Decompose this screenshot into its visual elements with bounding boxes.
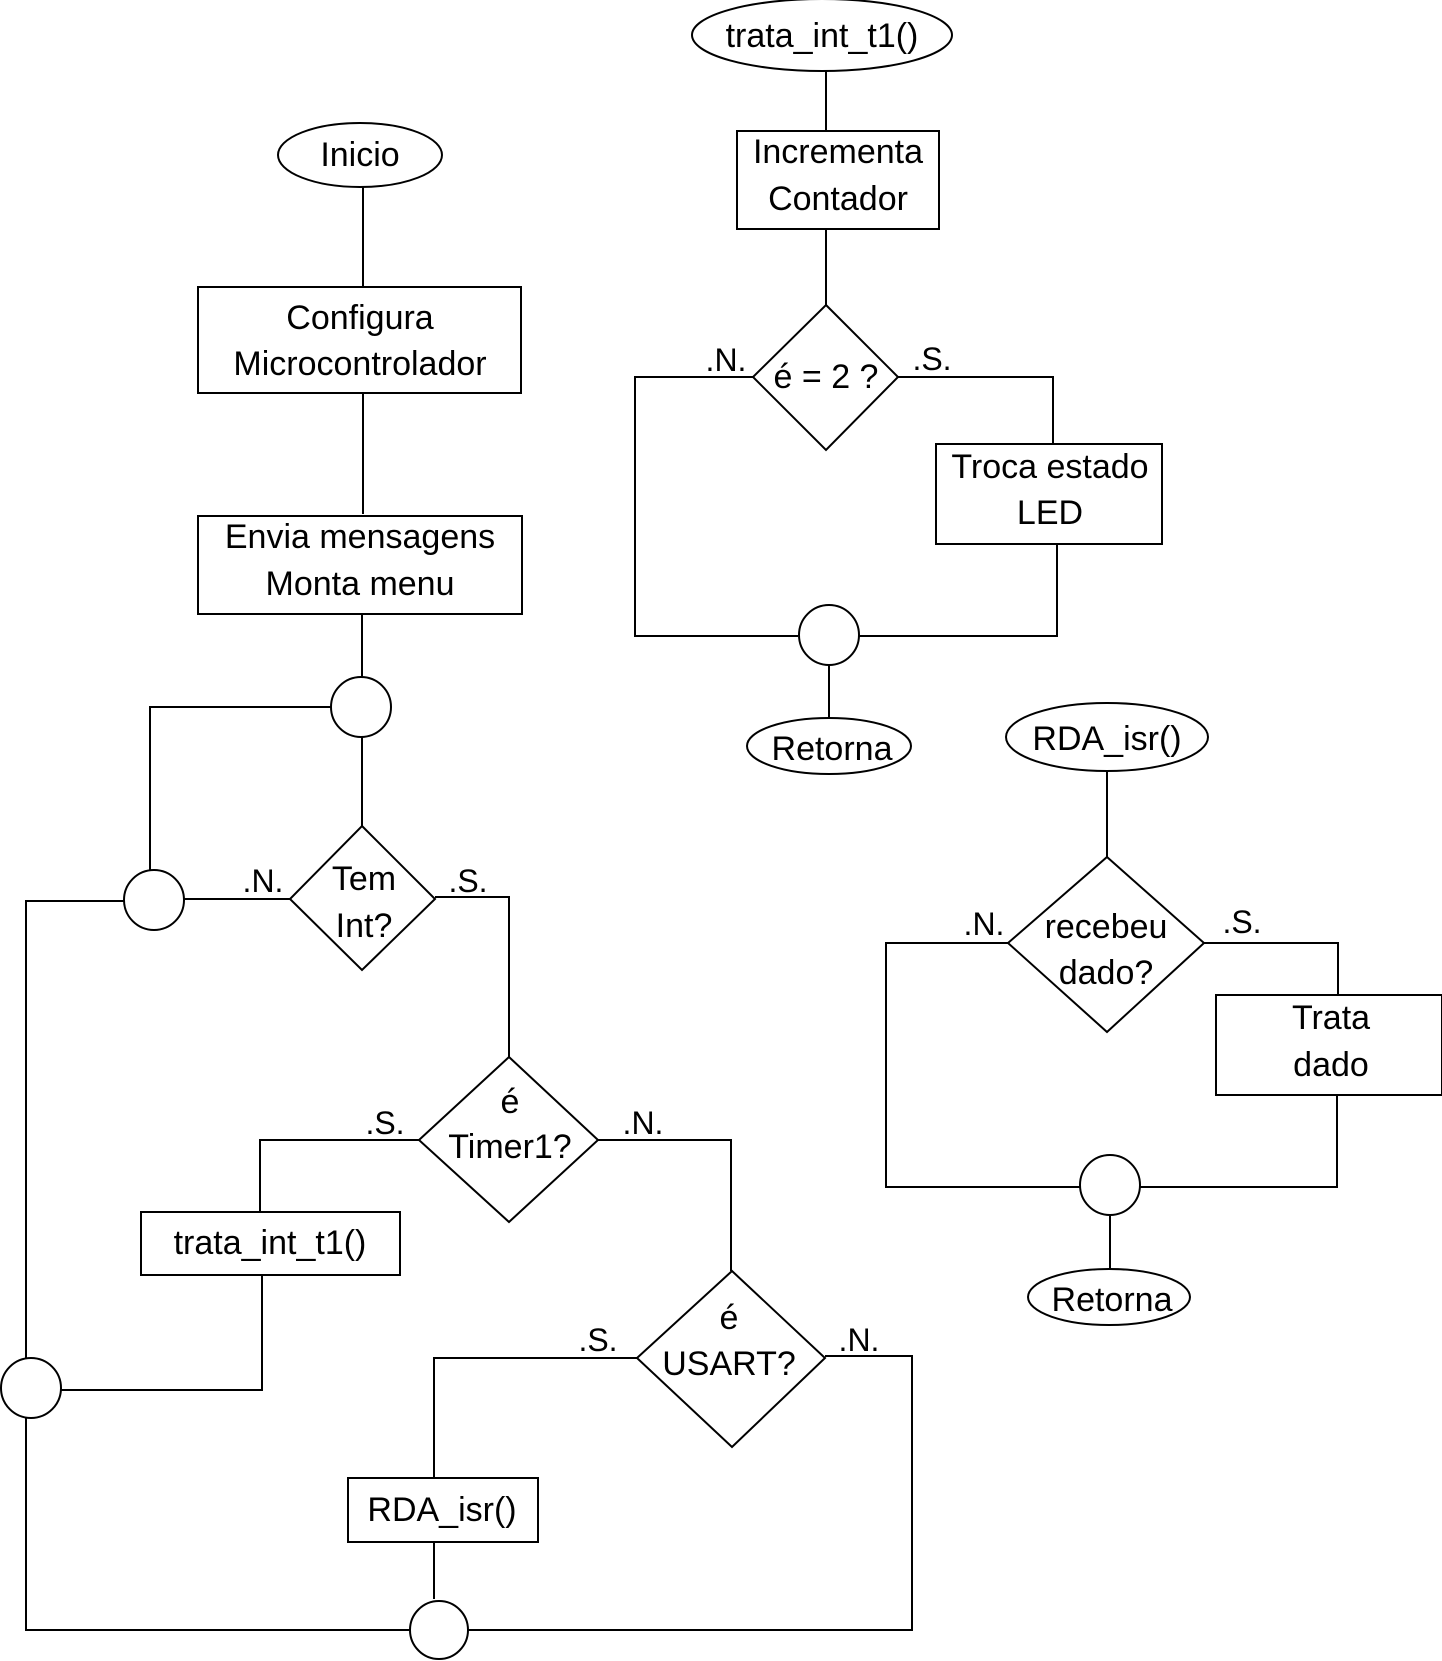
counter-no-label: .N. — [706, 342, 747, 378]
connector-trata-return — [61, 1275, 263, 1391]
received-label-line2: dado? — [1059, 954, 1154, 992]
configure-process — [197, 286, 522, 394]
timer-isr-title-terminal — [691, 0, 953, 72]
timer1-decision — [417, 1055, 600, 1224]
rda-isr-title-terminal — [1005, 702, 1209, 772]
timer-isr-flow: trata_int_t1() Incrementa Contador é = 2… — [634, 0, 1163, 775]
increment-process — [736, 130, 940, 230]
connector-decision-yes — [898, 376, 1054, 444]
received-label-line1: recebeu — [1045, 908, 1168, 946]
connector-outer-loop — [25, 900, 410, 1631]
counter-decision — [751, 303, 900, 452]
connector-usart-no — [468, 1355, 913, 1631]
usart-no-label: .N. — [839, 1322, 880, 1358]
counter-decision-label: é = 2 ? — [774, 358, 879, 396]
usart-decision — [635, 1269, 827, 1449]
rda-isr-title-label: RDA_isr() — [1032, 720, 1181, 758]
messages-label-line1: Envia mensagens — [225, 518, 495, 556]
timer-isr-junction — [798, 604, 860, 666]
connector-loop-back — [149, 706, 331, 870]
bottom-junction — [409, 1600, 469, 1660]
usart-yes-label: .S. — [578, 1322, 617, 1358]
tem-int-label-line1: Tem — [332, 860, 396, 898]
rda-isr-flow: RDA_isr() recebeu dado? .N. .S. Trata da… — [885, 702, 1442, 1326]
timer1-yes-label: .S. — [365, 1105, 404, 1141]
connector-toggle-join — [858, 544, 1058, 637]
timer1-no-label: .N. — [623, 1105, 664, 1141]
start-label: Inicio — [320, 136, 399, 174]
tem-int-yes-label: .S. — [448, 863, 487, 899]
trata-int-t1-call — [140, 1211, 401, 1276]
toggle-label-line2: LED — [1017, 494, 1083, 532]
toggle-label-line1: Troca estado — [951, 448, 1148, 486]
rda-isr-return-label: Retorna — [1052, 1281, 1173, 1319]
tem-int-label-line2: Int? — [336, 907, 393, 945]
connector-timer1-yes — [259, 1139, 419, 1212]
connector-rda-yes — [1204, 942, 1339, 995]
counter-yes-label: .S. — [912, 341, 951, 377]
main-flow: Inicio Configura Microcontrolador Envia … — [0, 122, 913, 1660]
int-junction — [123, 869, 185, 931]
messages-process — [197, 515, 523, 615]
timer-isr-title-label: trata_int_t1() — [726, 17, 919, 55]
connector-timer1-no — [598, 1139, 732, 1271]
connector-process-join — [1140, 1095, 1338, 1188]
loop-junction — [330, 676, 392, 738]
connector-temint-yes — [435, 896, 510, 1057]
trata-int-t1-call-label: trata_int_t1() — [174, 1224, 367, 1262]
connector-decision-no — [634, 376, 798, 637]
timer-return-junction — [0, 1357, 62, 1419]
connector-usart-yes — [433, 1357, 637, 1478]
toggle-led-process — [935, 443, 1163, 545]
tem-int-decision — [288, 824, 437, 972]
increment-label-line2: Contador — [768, 180, 908, 218]
configure-label-line1: Configura — [286, 299, 434, 337]
timer-isr-return-label: Retorna — [772, 730, 893, 768]
usart-label-line1: é — [720, 1299, 739, 1337]
rda-isr-junction — [1079, 1154, 1141, 1216]
increment-label-line1: Incrementa — [753, 133, 923, 171]
rda-isr-return-terminal — [1027, 1268, 1191, 1326]
process-data — [1215, 994, 1442, 1096]
timer1-label-line2: Timer1? — [448, 1128, 571, 1166]
messages-label-line2: Monta menu — [266, 565, 455, 603]
process-data-label-line2: dado — [1293, 1046, 1369, 1084]
timer1-label-line1: é — [501, 1083, 520, 1121]
received-no-label: .N. — [964, 906, 1005, 942]
timer-isr-return-terminal — [746, 717, 912, 775]
rda-isr-call-label: RDA_isr() — [367, 1491, 516, 1529]
rda-isr-call — [347, 1477, 539, 1543]
tem-int-no-label: .N. — [243, 863, 284, 899]
connector-rda-no — [885, 942, 1080, 1188]
received-yes-label: .S. — [1222, 904, 1261, 940]
start-terminal — [277, 122, 443, 188]
received-decision — [1006, 855, 1206, 1034]
usart-label-line2: USART? — [662, 1345, 796, 1383]
configure-label-line2: Microcontrolador — [233, 345, 486, 383]
process-data-label-line1: Trata — [1292, 999, 1370, 1037]
